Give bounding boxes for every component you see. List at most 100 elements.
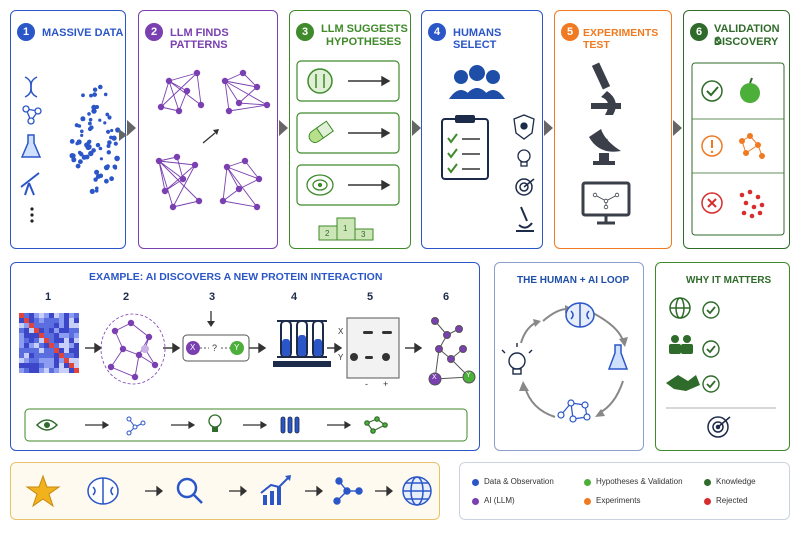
microscope-icon [516,206,534,232]
heatmap-cell [74,328,79,333]
network-node [223,163,231,171]
heatmap-cell [49,333,54,338]
network-node [151,361,159,369]
globe-icon [402,476,432,506]
gel-minus-label: - [365,379,368,389]
heatmap-cell [44,328,49,333]
heatmap-cell [39,338,44,343]
hypothesis-mark: ? [212,343,218,353]
legend-dot-knowledge [704,479,711,486]
heatmap-cell [54,318,59,323]
heatmap-cell [39,333,44,338]
example-art [19,311,476,442]
step-title-4: HUMANS SELECT [453,27,502,51]
heatmap-cell [39,358,44,363]
shield-icon [513,114,535,140]
heatmap-cell [49,338,54,343]
data-point [106,129,111,134]
heatmap-cell [49,328,54,333]
legend-label-experiments: Experiments [596,496,641,505]
step-number-4: 4 [428,23,446,41]
example-num-5: 5 [367,291,374,303]
final-node-x-label: X [432,374,437,381]
example-num-4: 4 [291,291,298,303]
podium-icon [318,217,374,241]
data-point [113,141,118,146]
gel-plus-label: + [383,379,389,389]
heatmap-cell [74,333,79,338]
heatmap-cell [39,323,44,328]
step-title-3b: HYPOTHESES [326,36,402,48]
panel-validation: 6 VALIDATION & DISCOVERY [683,10,790,249]
network-node [119,345,127,353]
heatmap-cell [54,328,59,333]
heatmap-cell [64,318,69,323]
heatmap-cell [44,313,49,318]
heatmap-cell [59,323,64,328]
heatmap-cell [29,353,34,358]
heatmap-cell [74,363,79,368]
dna-icon [24,76,38,98]
legend-label-data: Data & Observation [484,477,554,486]
heatmap-cell [59,358,64,363]
heatmap-cell [54,323,59,328]
data-point [79,152,84,157]
data-point [91,148,96,153]
data-point [69,153,75,159]
data-point [94,169,100,175]
hypothesis-icon-1 [307,68,333,94]
heatmap-cell [29,333,34,338]
heatmap-cell [49,343,54,348]
network-node [193,69,201,77]
test-tubes-small-icon [280,416,300,434]
heatmap-cell [54,353,59,358]
pattern-arrow [202,132,216,144]
data-point [98,146,103,151]
heatmap-cell [24,353,29,358]
network-node [241,157,249,165]
panel-massive-data: 1 MASSIVE DATA [10,10,127,249]
heatmap-cell [19,358,24,363]
data-point [91,104,97,111]
small-network-icon [126,416,146,436]
step-number-5: 5 [561,23,579,41]
svg-text:2: 2 [325,229,330,238]
heatmap-cell [49,363,54,368]
data-point [89,93,93,98]
data-point [78,159,83,165]
example-num-2: 2 [123,291,130,303]
molecule-network-icon [557,399,591,423]
data-point [105,112,110,117]
panel-summary-strip [10,462,440,520]
magnifier-icon [176,477,203,504]
heatmap-cell [54,358,59,363]
heatmap-cell [69,348,74,353]
satellite-dish-icon [589,129,621,165]
data-cloud [69,84,121,194]
data-point [98,84,103,90]
step-title-6b: DISCOVERY [714,36,779,48]
network-node [179,175,187,183]
data-point [92,87,98,92]
network-icon [333,477,363,505]
data-point [103,92,108,97]
heatmap-cell [29,368,34,373]
green-network-icon [364,416,388,434]
data-point [76,139,82,145]
flow-arrow-4 [544,120,553,136]
gel-y-label: Y [338,353,344,362]
example-num-6: 6 [443,291,450,303]
heatmap-cell [19,348,24,353]
flow-arrow-2 [279,120,288,136]
heatmap-cell [39,318,44,323]
heatmap-cell [44,358,49,363]
warning-circle-icon [701,135,723,157]
panel-human-ai-loop: THE HUMAN + AI LOOP [494,262,644,451]
legend-label-rejected: Rejected [716,496,748,505]
data-point [80,133,84,137]
heatmap-cell [59,328,64,333]
heatmap-cell [69,363,74,368]
data-point [109,176,114,182]
heatmap-cell [29,313,34,318]
heatmap-cell [49,348,54,353]
